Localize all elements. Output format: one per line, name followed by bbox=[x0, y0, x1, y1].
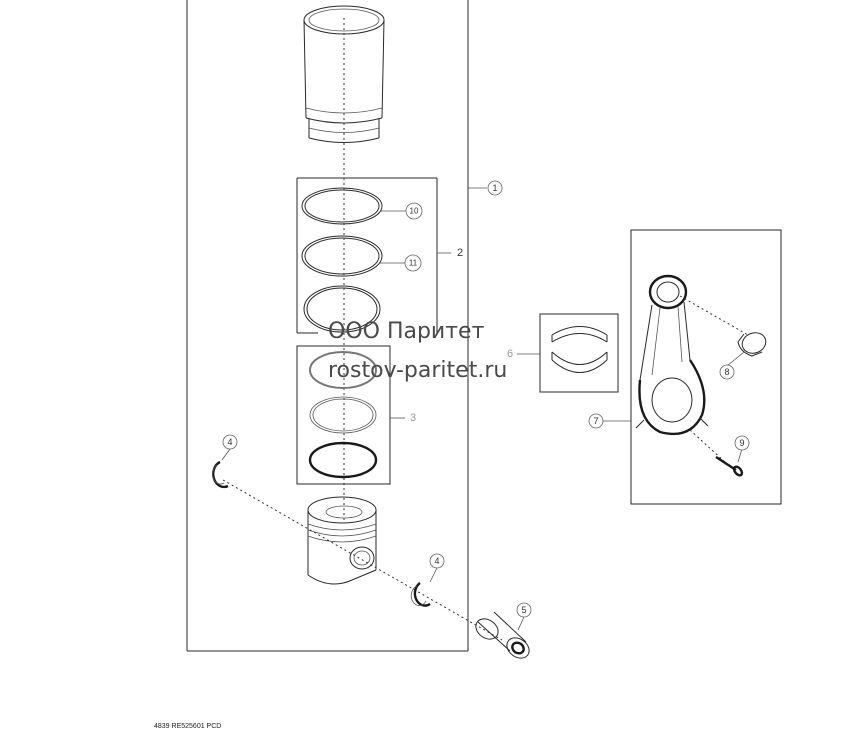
leader-lines bbox=[221, 187, 745, 631]
callout-5[interactable]: 5 bbox=[516, 602, 532, 618]
connecting-rod-icon bbox=[635, 274, 709, 436]
callout-3[interactable]: 3 bbox=[410, 412, 416, 424]
piston-ring-group-box bbox=[296, 345, 391, 485]
callout-9[interactable]: 9 bbox=[734, 435, 750, 451]
callout-6[interactable]: 6 bbox=[507, 348, 513, 360]
piston-ring-icon bbox=[309, 396, 377, 434]
watermark-company: ООО Паритет bbox=[328, 319, 485, 344]
o-ring-group-box bbox=[296, 177, 438, 334]
piston-ring-icon bbox=[309, 351, 377, 389]
piston-icon bbox=[307, 496, 377, 585]
main-assembly-frame bbox=[186, 0, 469, 652]
callout-6-label: 6 bbox=[507, 348, 513, 360]
snap-ring-icon bbox=[212, 460, 229, 489]
callout-2-label: 2 bbox=[457, 247, 463, 259]
bushing-axis bbox=[679, 295, 749, 336]
callout-4-right[interactable]: 4 bbox=[429, 553, 445, 569]
cylinder-liner-icon bbox=[303, 5, 385, 143]
callout-8-label: 8 bbox=[724, 367, 729, 377]
o-ring-icon bbox=[301, 187, 383, 225]
callout-9-label: 9 bbox=[739, 438, 744, 448]
snap-ring-icon bbox=[410, 582, 431, 607]
callout-11[interactable]: 11 bbox=[404, 254, 422, 272]
callout-4-right-label: 4 bbox=[434, 556, 439, 566]
callout-10[interactable]: 10 bbox=[405, 202, 423, 220]
bolt-axis bbox=[689, 429, 726, 463]
bearing-shell-box bbox=[539, 313, 619, 393]
drawing-code: 4839 RE525601 PCD bbox=[154, 723, 221, 730]
bearing-shell-icon bbox=[551, 326, 608, 373]
callout-3-label: 3 bbox=[410, 412, 416, 424]
callout-11-label: 11 bbox=[409, 259, 418, 268]
watermark-url: rostov-paritet.ru bbox=[328, 358, 507, 383]
callout-7-label: 7 bbox=[593, 416, 598, 426]
callout-10-label: 10 bbox=[410, 207, 419, 216]
callout-4-left-label: 4 bbox=[227, 437, 232, 447]
callout-7[interactable]: 7 bbox=[588, 413, 604, 429]
o-ring-icon bbox=[303, 285, 381, 333]
callout-1-label: 1 bbox=[492, 183, 497, 193]
piston-pin-axis bbox=[222, 479, 503, 641]
callout-5-label: 5 bbox=[521, 605, 526, 615]
callout-8[interactable]: 8 bbox=[719, 364, 735, 380]
callout-1[interactable]: 1 bbox=[487, 180, 503, 196]
callout-4-left[interactable]: 4 bbox=[222, 434, 238, 450]
connecting-rod-box bbox=[630, 229, 782, 505]
o-ring-icon bbox=[301, 235, 383, 277]
callout-2[interactable]: 2 bbox=[457, 247, 463, 259]
rod-bolt-icon bbox=[715, 455, 744, 477]
piston-ring-icon bbox=[308, 441, 378, 479]
rod-bushing-icon bbox=[737, 332, 767, 357]
piston-pin-icon bbox=[475, 611, 530, 659]
